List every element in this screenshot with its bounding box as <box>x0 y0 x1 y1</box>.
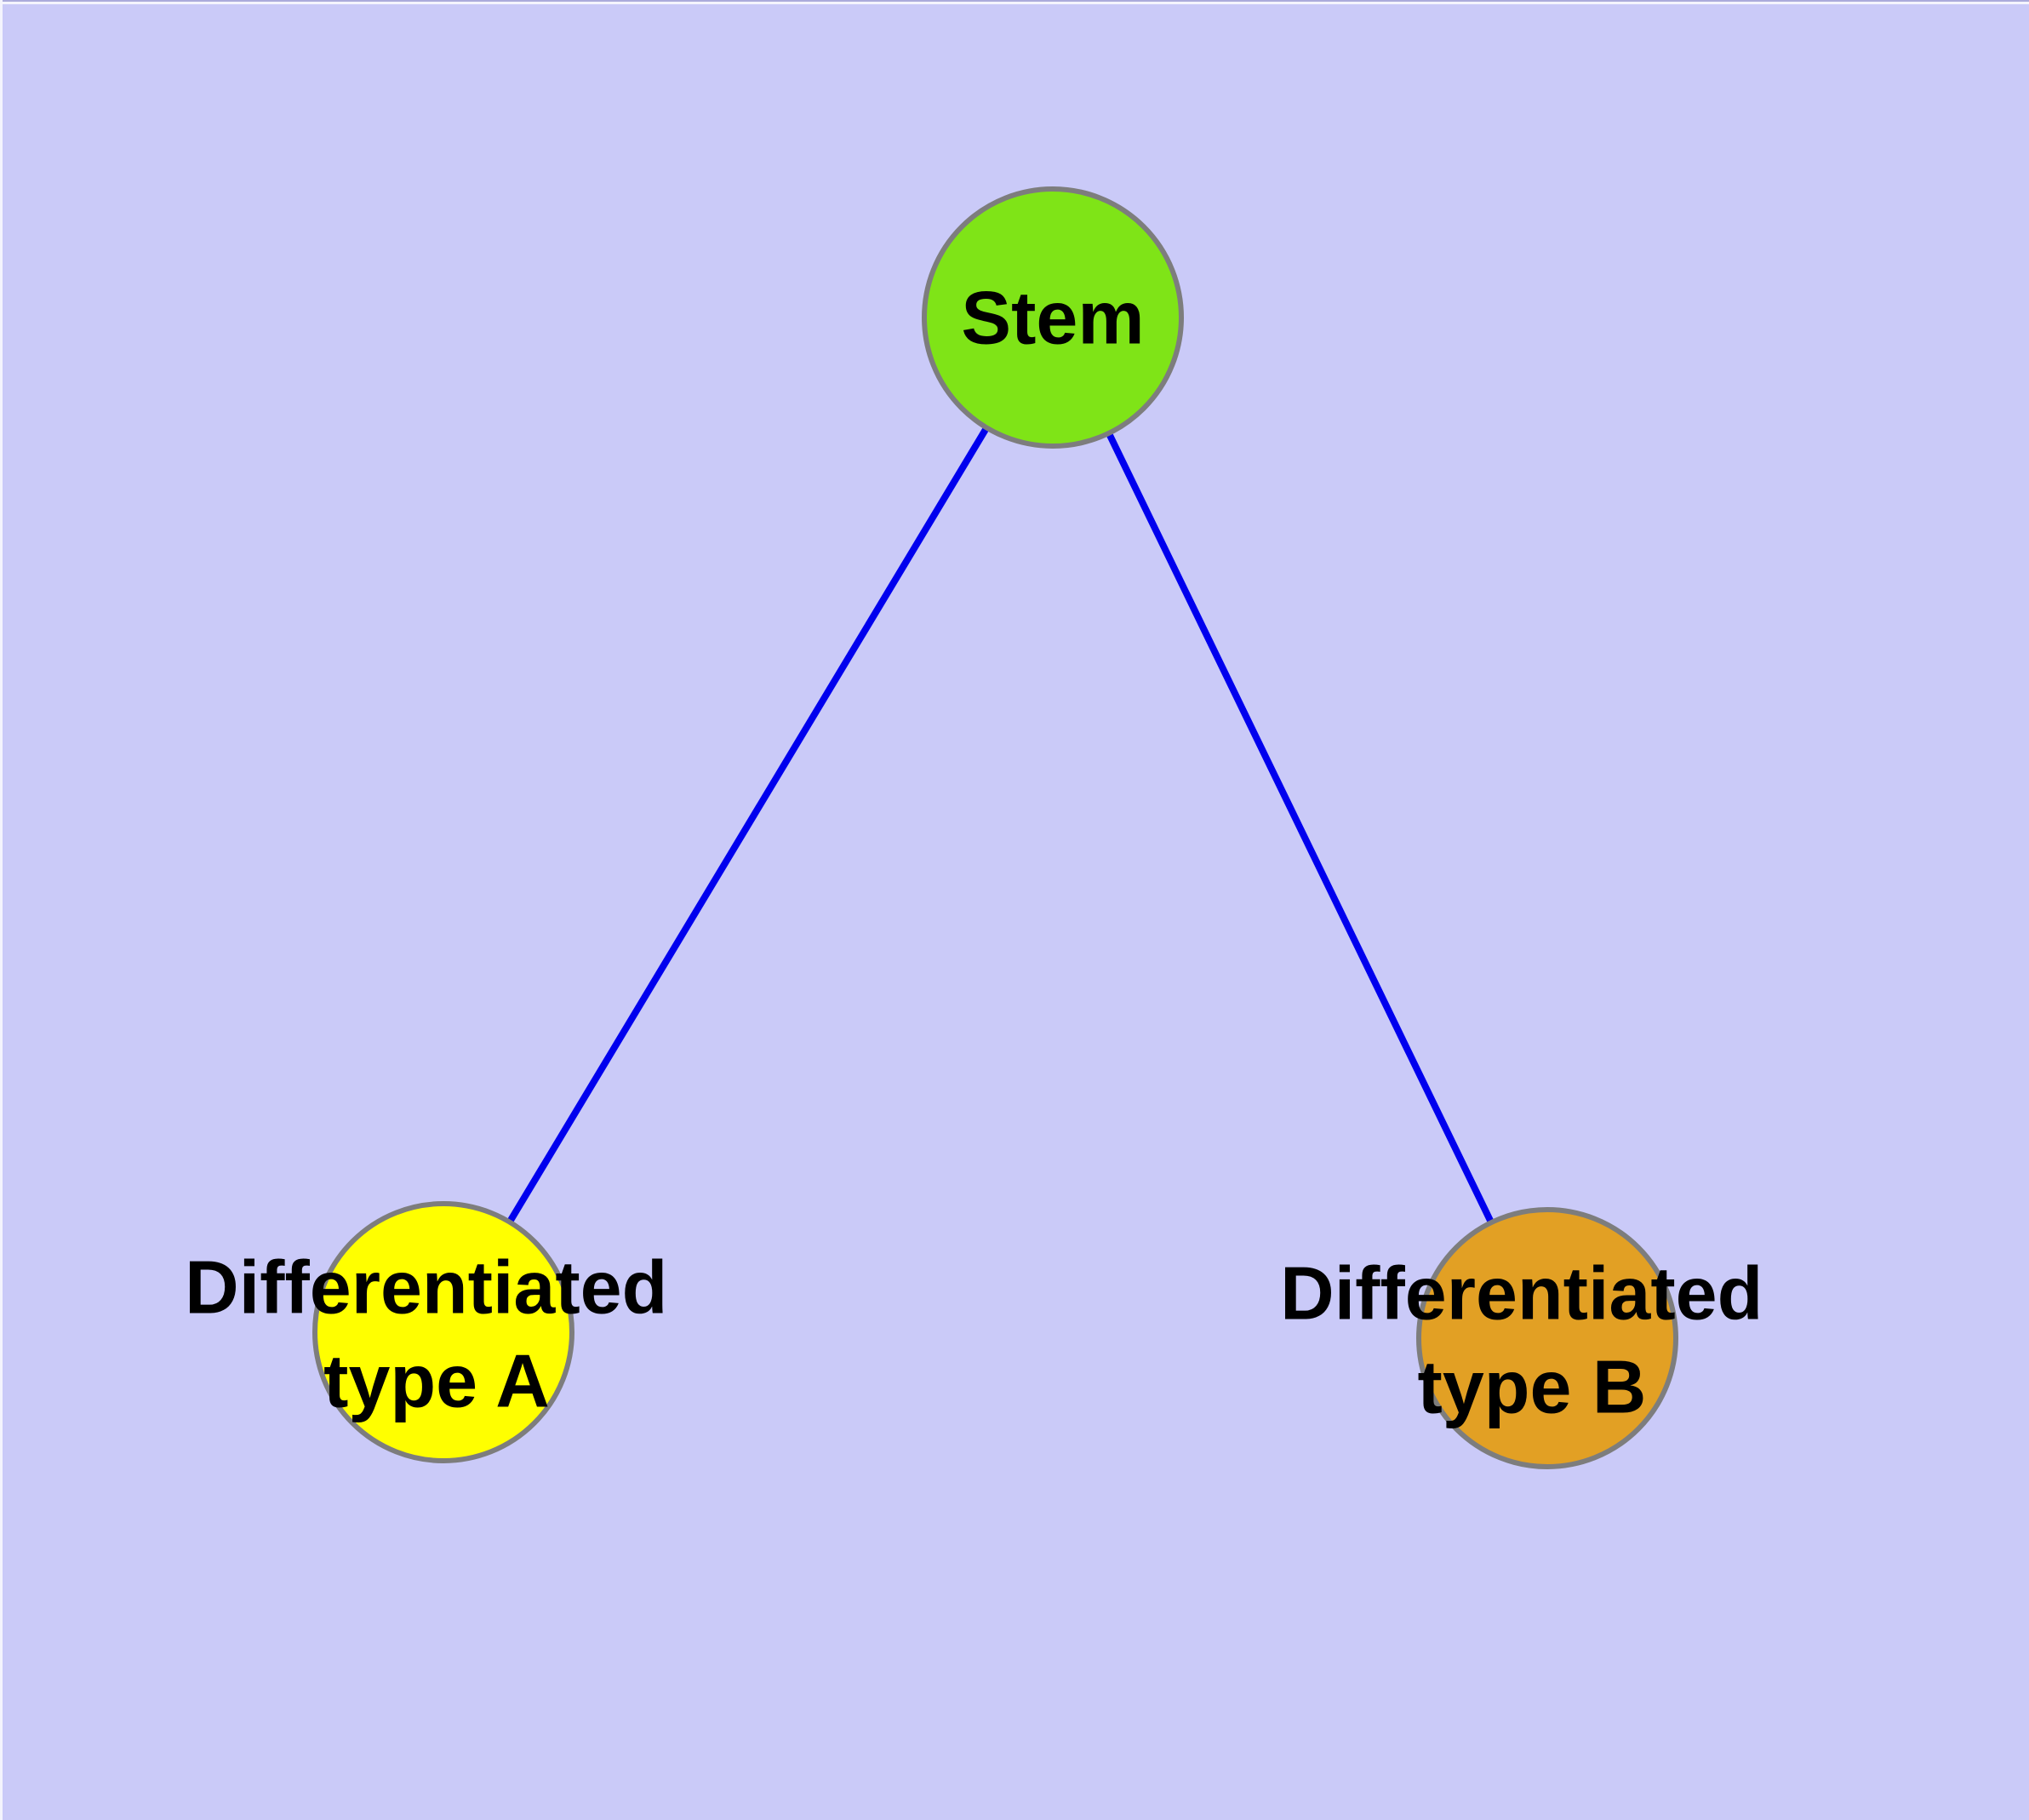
node-type-b <box>1416 1207 1678 1469</box>
node-stem-label: Stem <box>961 276 1144 360</box>
left-edge-white-strip <box>0 0 3 1820</box>
node-stem <box>922 186 1184 449</box>
node-type-b-label: Differentiated type B <box>1280 1225 1784 1429</box>
node-type-b-label-line1: Differentiated <box>1280 1251 1763 1336</box>
node-type-a-label-line1: Differentiated <box>185 1245 667 1330</box>
node-type-a <box>312 1201 574 1463</box>
top-edge-white-strip <box>0 2 2029 4</box>
node-type-a-label-line2: type A <box>323 1339 550 1423</box>
node-type-b-label-line2: type B <box>1418 1345 1647 1429</box>
node-type-a-label: Differentiated type A <box>185 1219 689 1423</box>
edge-stem-to-type-b <box>1049 316 1551 1340</box>
top-edge-hairline <box>0 0 2029 2</box>
edge-stem-to-type-a <box>440 315 1056 1335</box>
